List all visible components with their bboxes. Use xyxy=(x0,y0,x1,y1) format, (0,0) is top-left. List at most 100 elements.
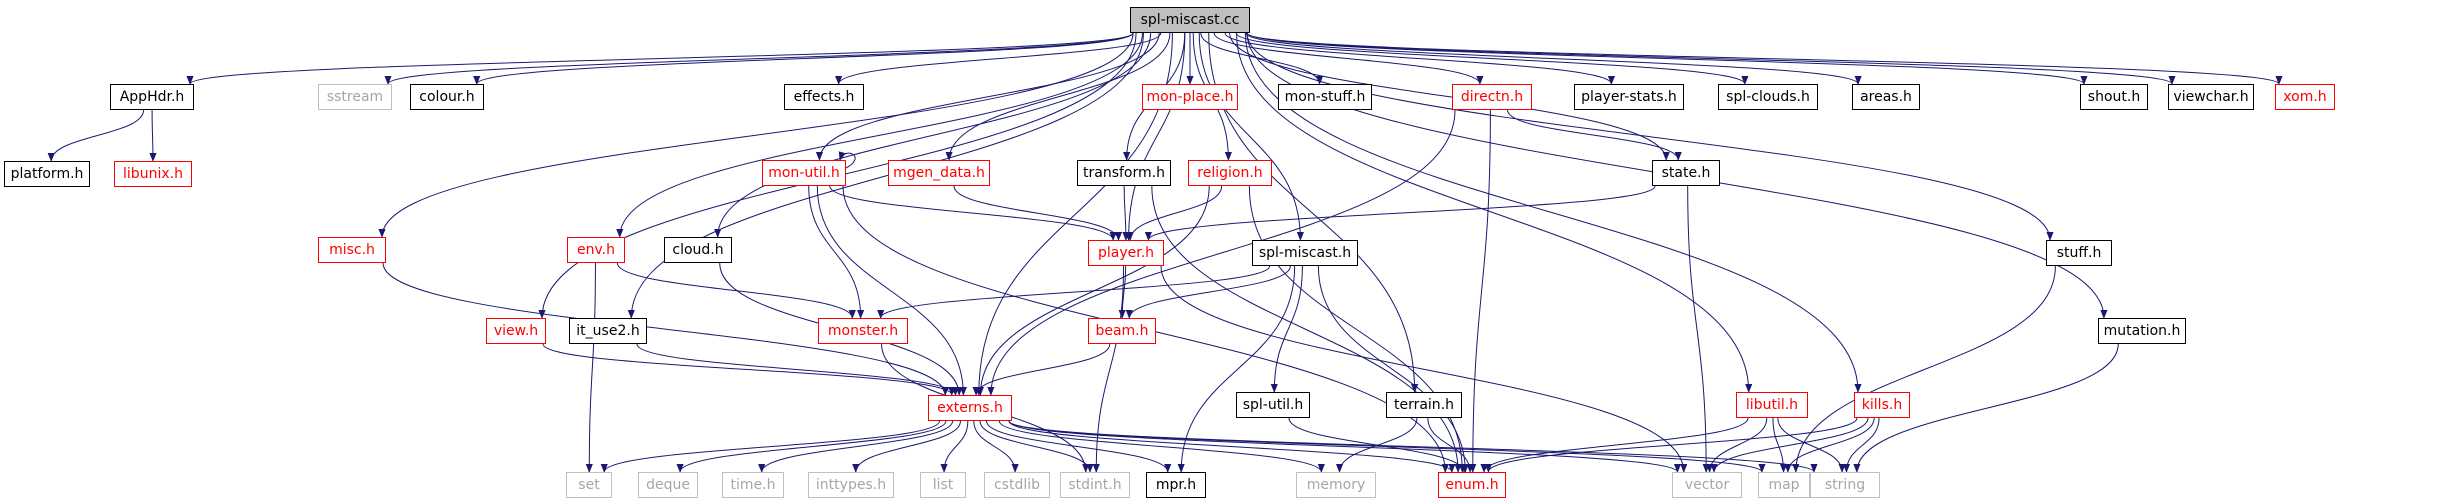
edge-spl-miscast-cc-to-areas-h xyxy=(1245,32,1862,85)
edge-directn-h-to-state-h xyxy=(1507,109,1682,161)
node-areas-h[interactable]: areas.h xyxy=(1852,84,1920,110)
node-apphdr-h[interactable]: AppHdr.h xyxy=(110,84,194,110)
node-kills-h[interactable]: kills.h xyxy=(1854,392,1910,418)
edge-state-h-to-vector xyxy=(1687,185,1710,473)
edge-spl-miscast-h-to-mpr-h xyxy=(1177,265,1296,473)
node-cloud-h[interactable]: cloud.h xyxy=(664,237,732,263)
node-platform-h[interactable]: platform.h xyxy=(4,161,90,187)
edge-spl-miscast-cc-to-misc-h xyxy=(378,32,1134,238)
edge-libutil-h-to-enum-h xyxy=(1480,417,1749,473)
node-spl-miscast-h[interactable]: spl-miscast.h xyxy=(1252,240,1358,266)
node-spl-miscast-cc: spl-miscast.cc xyxy=(1130,7,1250,33)
node-deque: deque xyxy=(638,472,698,498)
node-religion-h[interactable]: religion.h xyxy=(1188,160,1272,186)
edge-directn-h-to-externs-h xyxy=(987,109,1456,396)
node-transform-h[interactable]: transform.h xyxy=(1077,160,1171,186)
edge-externs-h-to-enum-h xyxy=(1008,420,1456,473)
edge-stuff-h-to-map xyxy=(1792,265,2056,473)
node-misc-h[interactable]: misc.h xyxy=(318,237,386,263)
node-beam-h[interactable]: beam.h xyxy=(1088,318,1156,344)
node-set: set xyxy=(566,472,612,498)
edge-misc-h-to-externs-h xyxy=(382,262,949,396)
node-libutil-h[interactable]: libutil.h xyxy=(1736,392,1808,418)
node-stuff-h[interactable]: stuff.h xyxy=(2046,240,2112,266)
node-monster-h[interactable]: monster.h xyxy=(818,318,908,344)
edge-religion-h-to-player-h xyxy=(1126,185,1223,241)
node-state-h[interactable]: state.h xyxy=(1652,160,1720,186)
node-it-use2-h[interactable]: it_use2.h xyxy=(569,318,647,344)
edge-spl-miscast-cc-to-colour-h xyxy=(473,32,1134,85)
edge-externs-h-to-inttypes-h xyxy=(852,420,961,473)
edge-externs-h-to-cstdlib xyxy=(973,420,1019,473)
node-effects-h[interactable]: effects.h xyxy=(784,84,864,110)
edge-apphdr-h-to-libunix-h xyxy=(149,109,157,162)
edge-mgen-data-h-to-player-h xyxy=(953,185,1123,241)
node-time-h: time.h xyxy=(722,472,784,498)
node-terrain-h[interactable]: terrain.h xyxy=(1386,392,1462,418)
edge-mon-util-h-self-loop xyxy=(838,151,856,169)
edge-externs-h-to-set xyxy=(600,420,941,473)
edge-externs-h-to-stdint-h xyxy=(979,420,1094,473)
edge-spl-miscast-cc-to-effects-h xyxy=(835,32,1162,85)
edge-spl-miscast-cc-to-player-stats-h xyxy=(1224,32,1615,85)
node-env-h[interactable]: env.h xyxy=(567,237,625,263)
edge-externs-h-to-deque xyxy=(676,420,947,473)
node-vector: vector xyxy=(1672,472,1742,498)
node-enum-h[interactable]: enum.h xyxy=(1438,472,1506,498)
node-mon-stuff-h[interactable]: mon-stuff.h xyxy=(1278,84,1372,110)
edge-view-h-to-externs-h xyxy=(542,343,956,396)
edge-libutil-h-to-string xyxy=(1777,417,1846,473)
edge-spl-miscast-h-to-spl-util-h xyxy=(1270,265,1303,393)
node-mgen-data-h[interactable]: mgen_data.h xyxy=(888,160,990,186)
edge-spl-miscast-cc-to-env-h xyxy=(616,32,1143,238)
edge-externs-h-to-vector xyxy=(1008,420,1681,473)
node-map: map xyxy=(1758,472,1810,498)
node-colour-h[interactable]: colour.h xyxy=(410,84,484,110)
edge-it-use2-h-to-externs-h xyxy=(636,343,960,396)
edge-kills-h-to-string xyxy=(1842,417,1880,473)
edge-apphdr-h-to-platform-h xyxy=(47,109,145,162)
edge-spl-miscast-cc-to-apphdr-h xyxy=(186,32,1134,85)
edge-spl-miscast-cc-to-libutil-h xyxy=(1236,32,1753,393)
node-directn-h[interactable]: directn.h xyxy=(1452,84,1532,110)
edge-env-h-to-monster-h xyxy=(616,262,856,319)
edge-externs-h-to-string xyxy=(1008,420,1818,473)
edge-spl-miscast-cc-to-it-use2-h xyxy=(627,32,1144,319)
node-player-h[interactable]: player.h xyxy=(1088,240,1164,266)
edge-spl-miscast-cc-to-spl-miscast-h xyxy=(1198,32,1304,241)
edge-spl-miscast-cc-to-mon-stuff-h xyxy=(1200,32,1324,85)
edge-spl-miscast-cc-to-player-h xyxy=(1124,32,1186,241)
node-spl-util-h[interactable]: spl-util.h xyxy=(1236,392,1310,418)
edge-spl-miscast-cc-to-mgen-data-h xyxy=(945,32,1171,161)
node-externs-h[interactable]: externs.h xyxy=(928,395,1012,421)
edge-player-h-to-beam-h xyxy=(1118,265,1127,319)
node-shout-h[interactable]: shout.h xyxy=(2080,84,2148,110)
node-view-h[interactable]: view.h xyxy=(486,318,546,344)
node-player-stats-h[interactable]: player-stats.h xyxy=(1574,84,1684,110)
edge-spl-miscast-cc-to-stuff-h xyxy=(1246,32,2054,241)
edge-externs-h-to-mpr-h xyxy=(985,420,1172,473)
edge-state-h-to-player-h xyxy=(1144,185,1656,241)
node-spl-clouds-h[interactable]: spl-clouds.h xyxy=(1718,84,1818,110)
edge-env-h-to-set xyxy=(585,262,596,473)
edge-spl-miscast-cc-to-shout-h xyxy=(1246,32,2088,85)
edge-libutil-h-to-map xyxy=(1772,417,1788,473)
edge-beam-h-to-externs-h xyxy=(972,343,1111,396)
node-cstdlib: cstdlib xyxy=(984,472,1050,498)
node-mon-util-h[interactable]: mon-util.h xyxy=(762,160,846,186)
node-mpr-h[interactable]: mpr.h xyxy=(1146,472,1206,498)
node-stdint-h: stdint.h xyxy=(1060,472,1130,498)
node-mon-place-h[interactable]: mon-place.h xyxy=(1142,84,1238,110)
node-sstream: sstream xyxy=(318,84,392,110)
node-mutation-h[interactable]: mutation.h xyxy=(2098,318,2186,344)
node-xom-h[interactable]: xom.h xyxy=(2275,84,2335,110)
node-libunix-h[interactable]: libunix.h xyxy=(114,161,192,187)
edge-kills-h-to-enum-h xyxy=(1484,417,1858,473)
edge-spl-miscast-h-to-beam-h xyxy=(1125,265,1291,319)
node-viewchar-h[interactable]: viewchar.h xyxy=(2168,84,2254,110)
edge-mon-util-h-to-monster-h xyxy=(808,185,865,319)
edge-spl-miscast-cc-to-viewchar-h xyxy=(1246,32,2176,85)
node-list: list xyxy=(920,472,966,498)
edge-mutation-h-to-string xyxy=(1853,343,2119,473)
node-string: string xyxy=(1810,472,1880,498)
